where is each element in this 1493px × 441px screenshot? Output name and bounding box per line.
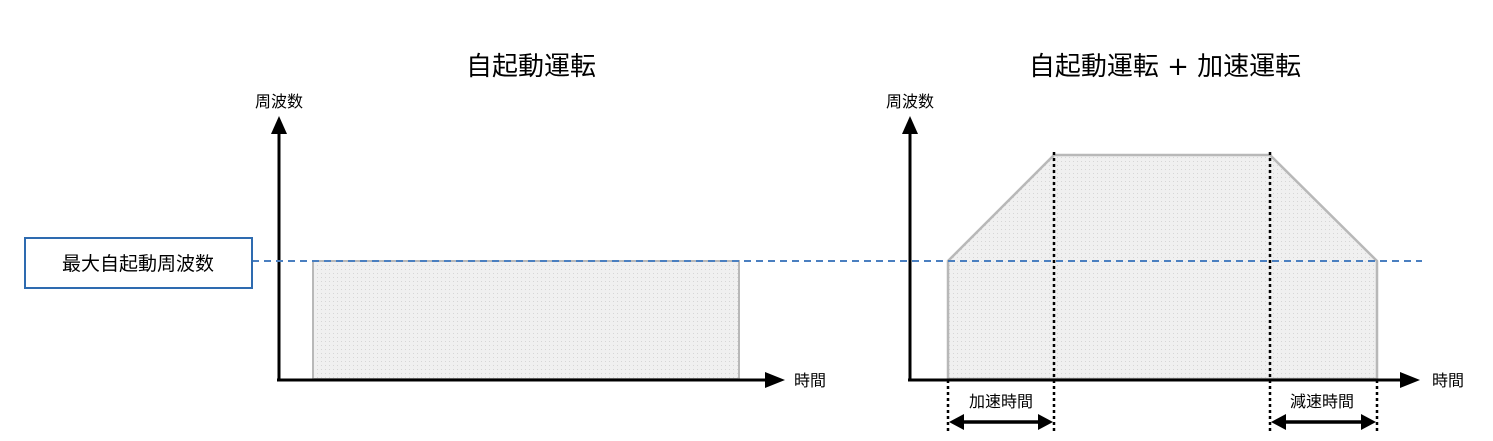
left-x-axis-label: 時間	[794, 371, 826, 390]
right-y-axis-arrowhead	[902, 116, 918, 134]
left-y-axis-label: 周波数	[255, 92, 303, 111]
left-run-region	[312, 260, 740, 380]
decel-time-label: 減速時間	[1290, 392, 1354, 411]
accel-duration-arrow	[949, 414, 1053, 430]
right-y-axis-label: 周波数	[886, 92, 934, 111]
left-panel-title: 自起動運転	[466, 52, 596, 82]
max-self-start-frequency-label: 最大自起動周波数	[62, 253, 214, 275]
right-x-axis-label: 時間	[1432, 371, 1464, 390]
right-x-axis-arrowhead	[1400, 372, 1420, 388]
right-panel-title: 自起動運転 + 加速運転	[1029, 52, 1301, 82]
right-run-region	[946, 153, 1379, 381]
left-x-axis-arrowhead	[765, 372, 785, 388]
left-y-axis-arrowhead	[271, 116, 287, 134]
max-self-start-frequency-box	[24, 237, 253, 289]
accel-time-label: 加速時間	[969, 392, 1033, 411]
decel-duration-arrow	[1271, 414, 1376, 430]
